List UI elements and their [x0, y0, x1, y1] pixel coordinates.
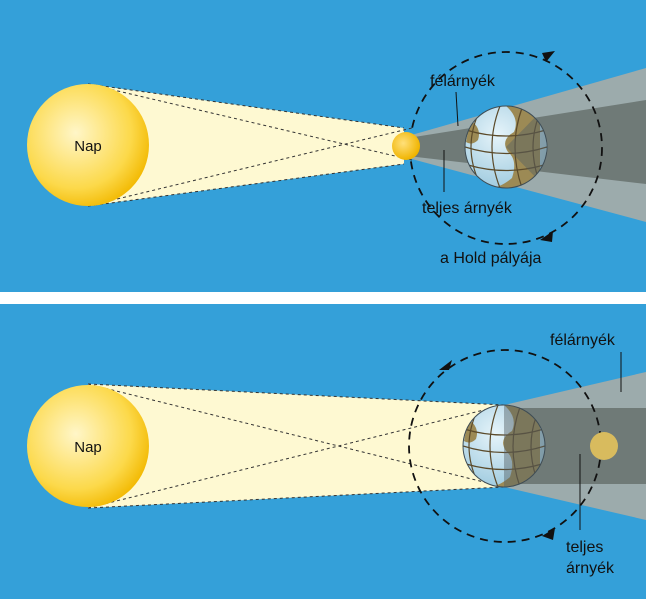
earth [462, 404, 546, 488]
sun-label: Nap [74, 138, 102, 155]
sunlight-cone [88, 384, 504, 508]
penumbra-label: félárnyék [430, 73, 496, 90]
solar-eclipse-diagram: Nap félárnyék [0, 0, 646, 292]
lunar-eclipse-diagram: Nap félárnyék [0, 304, 646, 599]
sun-label: Nap [74, 439, 102, 456]
solar-eclipse-panel: Nap félárnyék [0, 0, 646, 292]
umbra-label-line2: árnyék [566, 560, 615, 577]
lunar-eclipse-panel: Nap félárnyék [0, 304, 646, 599]
ray-cross-down [87, 83, 413, 161]
penumbra-pointer [455, 91, 459, 127]
ray-upper [87, 83, 405, 129]
moon [392, 132, 420, 160]
orbit-arrow-top [439, 360, 452, 370]
orbit-label: a Hold pályája [440, 250, 542, 267]
orbit-arrow-bottom [542, 528, 555, 540]
moon [590, 432, 618, 460]
ray-lower [87, 163, 405, 207]
penumbra-label: félárnyék [550, 332, 616, 349]
sun [27, 84, 149, 206]
orbit-arrow-top [542, 51, 555, 62]
earth [464, 105, 548, 189]
ray-cross-up [87, 127, 413, 207]
umbra-label-line1: teljes [566, 539, 603, 556]
sun [27, 385, 149, 507]
orbit-arrow-bottom [540, 231, 553, 242]
sunlight-cone [88, 84, 404, 206]
umbra-label: teljes árnyék [422, 200, 513, 217]
